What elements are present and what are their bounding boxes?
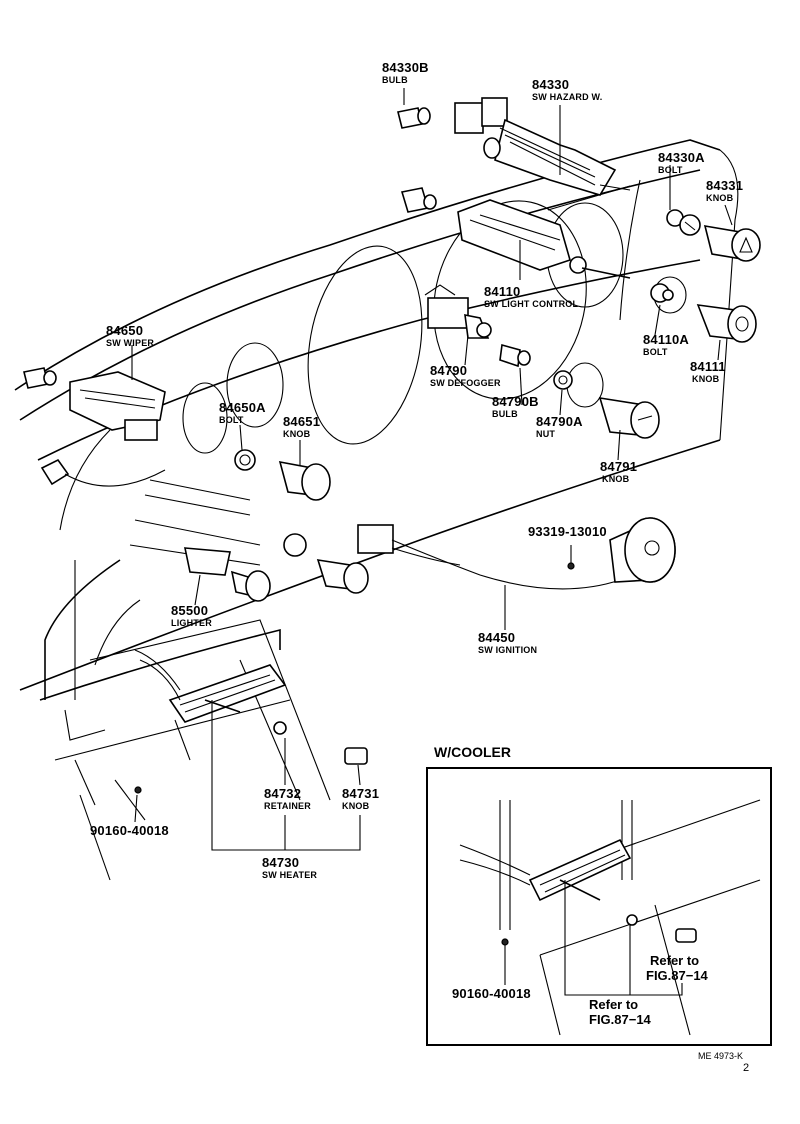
bolt-84650A-part <box>234 449 256 471</box>
bulb-left-part <box>23 367 57 389</box>
bolt-84330A-part <box>666 209 701 236</box>
knob-84651-part <box>278 460 331 501</box>
hazard-switch-84330-part <box>454 97 631 196</box>
part-desc-defogger: SW DEFOGGER <box>430 378 501 388</box>
knob-84111-part <box>696 304 757 343</box>
part-number-84731: 84731 <box>342 786 380 801</box>
part-desc-nut: NUT <box>536 429 556 439</box>
bulb-middle-part <box>400 187 437 213</box>
defogger-switch-84790-part <box>424 284 492 339</box>
inset-ref-bottom-line2: FIG.87−14 <box>589 1012 651 1027</box>
knob-84791-part <box>598 397 660 439</box>
part-desc-wiper: SW WIPER <box>106 338 155 348</box>
part-desc-knob: KNOB <box>706 193 734 203</box>
part-number-84450: 84450 <box>478 630 516 645</box>
part-desc-knob-4: KNOB <box>283 429 311 439</box>
part-number-85500: 85500 <box>171 603 209 618</box>
part-number-84330B: 84330B <box>382 60 429 75</box>
part-desc-heater: SW HEATER <box>262 870 318 880</box>
inset-ref-right-line1: Refer to <box>650 953 700 968</box>
ignition-switch-84450-part <box>357 517 676 590</box>
part-number-84111: 84111 <box>690 359 726 374</box>
bulb-84330B-part <box>397 88 431 129</box>
part-desc-knob-2: KNOB <box>692 374 720 384</box>
part-desc-bolt-2: BOLT <box>643 347 668 357</box>
inset-screw-number: 90160-40018 <box>452 986 531 1001</box>
part-number-84651: 84651 <box>283 414 321 429</box>
wiper-switch-84650-part <box>40 371 166 487</box>
part-desc-bulb-2: BULB <box>492 409 518 419</box>
part-number-84790: 84790 <box>430 363 468 378</box>
part-desc-bolt-3: BOLT <box>219 415 244 425</box>
part-number-84330A: 84330A <box>658 150 705 165</box>
bolt-84110A-part <box>650 283 674 303</box>
leader-lines <box>131 105 733 851</box>
nut-84790A-part <box>553 370 573 390</box>
part-number-84650A: 84650A <box>219 400 266 415</box>
inset-title: W/COOLER <box>434 744 511 760</box>
part-desc-retainer: RETAINER <box>264 801 311 811</box>
knob-84331-part <box>703 225 761 262</box>
part-number-84790B: 84790B <box>492 394 539 409</box>
drawing-code: ME 4973-K <box>698 1051 744 1061</box>
cooler-inset <box>426 767 772 1046</box>
part-desc-ignition: SW IGNITION <box>478 645 538 655</box>
part-number-84730: 84730 <box>262 855 300 870</box>
part-desc-bolt: BOLT <box>658 165 683 175</box>
part-number-84650: 84650 <box>106 323 144 338</box>
part-desc-lighter: LIGHTER <box>171 618 212 628</box>
part-number-84732: 84732 <box>264 786 302 801</box>
part-desc-knob-5: KNOB <box>342 801 370 811</box>
part-number-84791: 84791 <box>600 459 638 474</box>
part-number-84790A: 84790A <box>536 414 583 429</box>
part-desc-knob-3: KNOB <box>602 474 630 484</box>
bulb-84790B-part <box>499 343 531 368</box>
part-number-84331: 84331 <box>706 178 744 193</box>
lighter-85500-part <box>129 479 369 602</box>
part-desc-light-control: SW LIGHT CONTROL <box>484 299 579 309</box>
part-number-84330: 84330 <box>532 77 570 92</box>
part-number-84110A: 84110A <box>643 332 690 347</box>
light-control-switch-84110-part <box>457 185 631 279</box>
part-number-90160-40018: 90160-40018 <box>90 823 169 838</box>
drawing-code-suffix: 2 <box>743 1062 750 1074</box>
inset-ref-bottom-line1: Refer to <box>589 997 639 1012</box>
heater-switch-84730-part <box>134 649 368 794</box>
inset-ref-right-line2: FIG.87−14 <box>646 968 708 983</box>
part-number-84110: 84110 <box>484 284 521 299</box>
part-desc-hazard-switch: SW HAZARD W. <box>532 92 603 102</box>
part-desc-bulb: BULB <box>382 75 408 85</box>
part-number-93319-13010: 93319-13010 <box>528 524 607 539</box>
